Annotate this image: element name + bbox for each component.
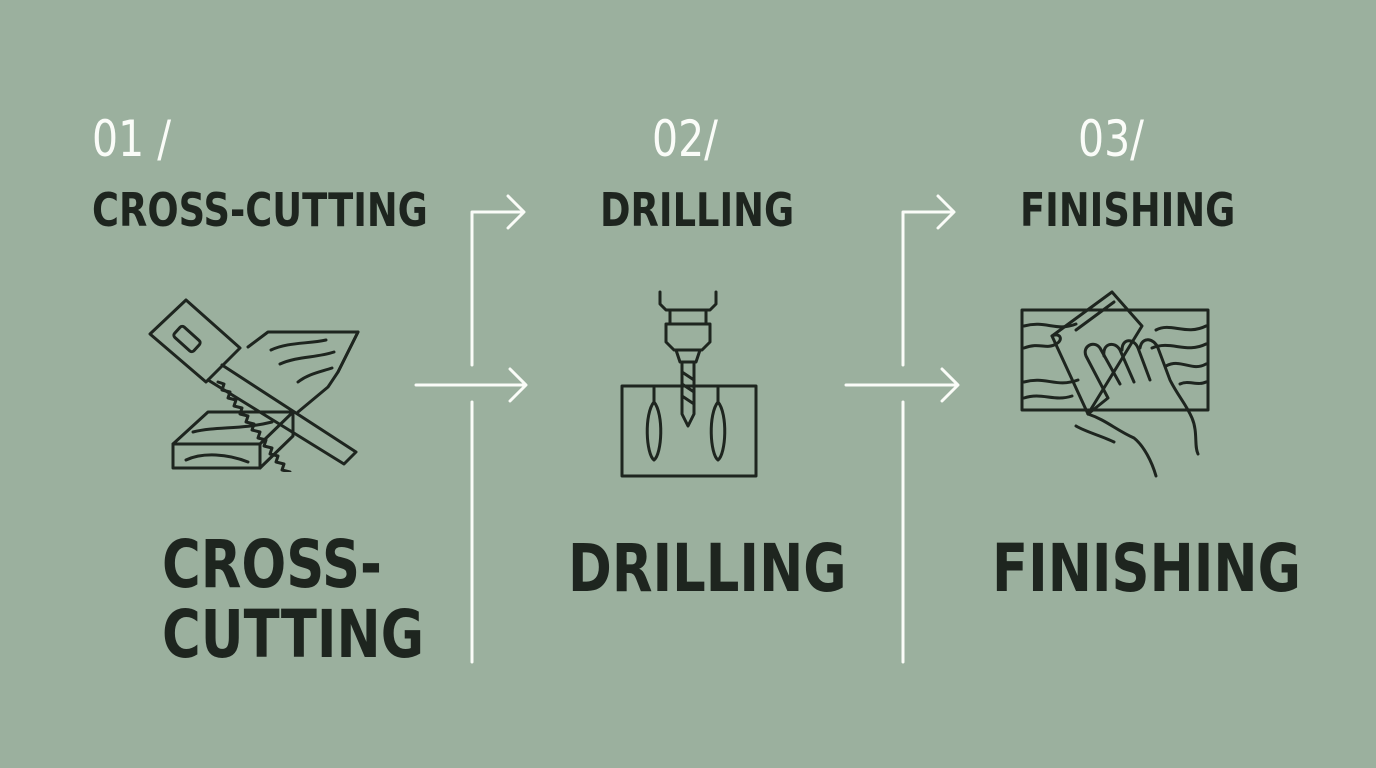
- step-label-line-1: CROSS-: [162, 526, 382, 603]
- connector-line: [470, 210, 524, 367]
- step-label: FINISHING: [992, 530, 1301, 607]
- connector-line: [901, 210, 954, 367]
- handsaw-and-lumber-icon: [148, 298, 360, 472]
- step-heading: CROSS-CUTTING: [92, 183, 428, 237]
- sanding-hand-icon: [1020, 290, 1210, 478]
- arrow-head-icon: [508, 367, 528, 403]
- step-label: DRILLING: [568, 530, 847, 607]
- step-number: 01 /: [92, 110, 172, 168]
- step-label: CROSS- CUTTING: [162, 526, 425, 673]
- drill-press-icon: [620, 290, 758, 478]
- step-heading: DRILLING: [600, 183, 795, 237]
- connector-2-3: [844, 194, 960, 664]
- step-number: 03/: [1078, 110, 1144, 168]
- arrow-head-icon: [506, 194, 526, 230]
- arrow-head-icon: [936, 194, 956, 230]
- connector-1-2: [414, 194, 528, 664]
- arrow-head-icon: [940, 367, 960, 403]
- step-number: 02/: [652, 110, 718, 168]
- step-heading: FINISHING: [1020, 183, 1236, 237]
- step-label-line-2: CUTTING: [162, 596, 425, 673]
